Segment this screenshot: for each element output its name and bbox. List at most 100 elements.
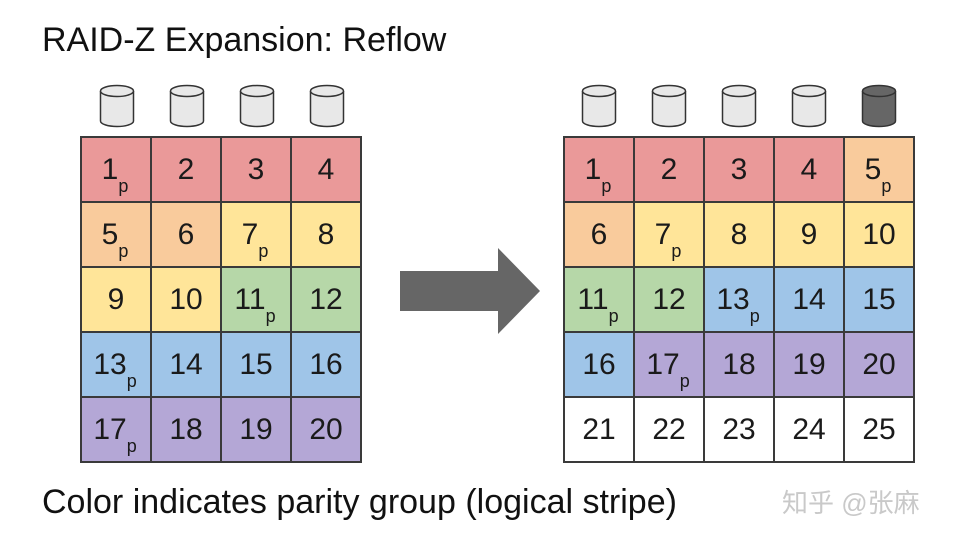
block-number: 12 xyxy=(309,282,343,316)
block-number: 18 xyxy=(722,347,756,381)
block-number: 12 xyxy=(652,282,686,316)
watermark: 知乎 @张麻 xyxy=(782,488,920,518)
block-number: 16 xyxy=(582,347,616,381)
parity-marker: p xyxy=(881,175,892,196)
block-number: 24 xyxy=(792,412,826,446)
block-cell: 9 xyxy=(82,268,150,331)
parity-marker: p xyxy=(265,305,276,326)
block-cell: 19 xyxy=(222,398,290,461)
block-cell: 24 xyxy=(775,398,843,461)
block-cell: 3 xyxy=(705,138,773,201)
block-cell: 10 xyxy=(845,203,913,266)
parity-marker: p xyxy=(608,305,619,326)
block-cell: 16 xyxy=(565,333,633,396)
block-cell: 12 xyxy=(635,268,703,331)
block-cell: 2 xyxy=(635,138,703,201)
block-number: 2 xyxy=(660,152,678,186)
block-number: 6 xyxy=(590,217,608,251)
block-cell: 25 xyxy=(845,398,913,461)
parity-marker: p xyxy=(679,370,690,391)
block-number: 21 xyxy=(582,412,616,446)
block-cell: 8 xyxy=(705,203,773,266)
block-number: 18 xyxy=(169,412,203,446)
block-cell: 9 xyxy=(775,203,843,266)
block-number: 15 xyxy=(239,347,273,381)
block-cell: 18 xyxy=(152,398,220,461)
block-number: 20 xyxy=(309,412,343,446)
parity-marker: p xyxy=(601,175,612,196)
block-number: 25 xyxy=(862,412,896,446)
block-cell: 15 xyxy=(845,268,913,331)
block-number: 2 xyxy=(177,152,195,186)
block-cell: 16 xyxy=(292,333,360,396)
parity-marker: p xyxy=(126,370,137,391)
block-number: 23 xyxy=(722,412,756,446)
block-number: 14 xyxy=(792,282,826,316)
right-disk-row xyxy=(564,84,914,128)
block-number: 20 xyxy=(862,347,896,381)
block-number: 19 xyxy=(239,412,273,446)
block-cell: 4 xyxy=(775,138,843,201)
block-number: 3 xyxy=(730,152,748,186)
block-cell: 10 xyxy=(152,268,220,331)
block-cell: 3 xyxy=(222,138,290,201)
disk-icon xyxy=(704,84,774,128)
caption: Color indicates parity group (logical st… xyxy=(42,483,677,521)
block-cell: 8 xyxy=(292,203,360,266)
block-number: 19 xyxy=(792,347,826,381)
block-cell: 18 xyxy=(705,333,773,396)
block-cell: 14 xyxy=(152,333,220,396)
block-number: 8 xyxy=(317,217,335,251)
block-cell: 4 xyxy=(292,138,360,201)
block-cell: 23 xyxy=(705,398,773,461)
disk-icon xyxy=(564,84,634,128)
block-cell: 20 xyxy=(292,398,360,461)
block-cell: 21 xyxy=(565,398,633,461)
disk-icon xyxy=(152,84,222,128)
block-cell: 6 xyxy=(152,203,220,266)
block-number: 9 xyxy=(107,282,125,316)
parity-marker: p xyxy=(118,175,129,196)
block-number: 16 xyxy=(309,347,343,381)
block-cell: 12 xyxy=(292,268,360,331)
block-number: 9 xyxy=(800,217,818,251)
block-cell: 15 xyxy=(222,333,290,396)
parity-marker: p xyxy=(749,305,760,326)
block-cell: 19 xyxy=(775,333,843,396)
block-number: 22 xyxy=(652,412,686,446)
parity-marker: p xyxy=(118,240,129,261)
block-number: 4 xyxy=(800,152,818,186)
block-cell: 2 xyxy=(152,138,220,201)
block-number: 8 xyxy=(730,217,748,251)
block-number: 4 xyxy=(317,152,335,186)
disk-icon xyxy=(292,84,362,128)
parity-marker: p xyxy=(671,240,682,261)
block-cell: 14 xyxy=(775,268,843,331)
block-number: 14 xyxy=(169,347,203,381)
reflow-arrow-icon xyxy=(400,248,540,334)
disk-icon xyxy=(634,84,704,128)
block-number: 6 xyxy=(177,217,195,251)
block-number: 10 xyxy=(862,217,896,251)
block-number: 10 xyxy=(169,282,203,316)
parity-marker: p xyxy=(258,240,269,261)
disk-icon xyxy=(774,84,844,128)
